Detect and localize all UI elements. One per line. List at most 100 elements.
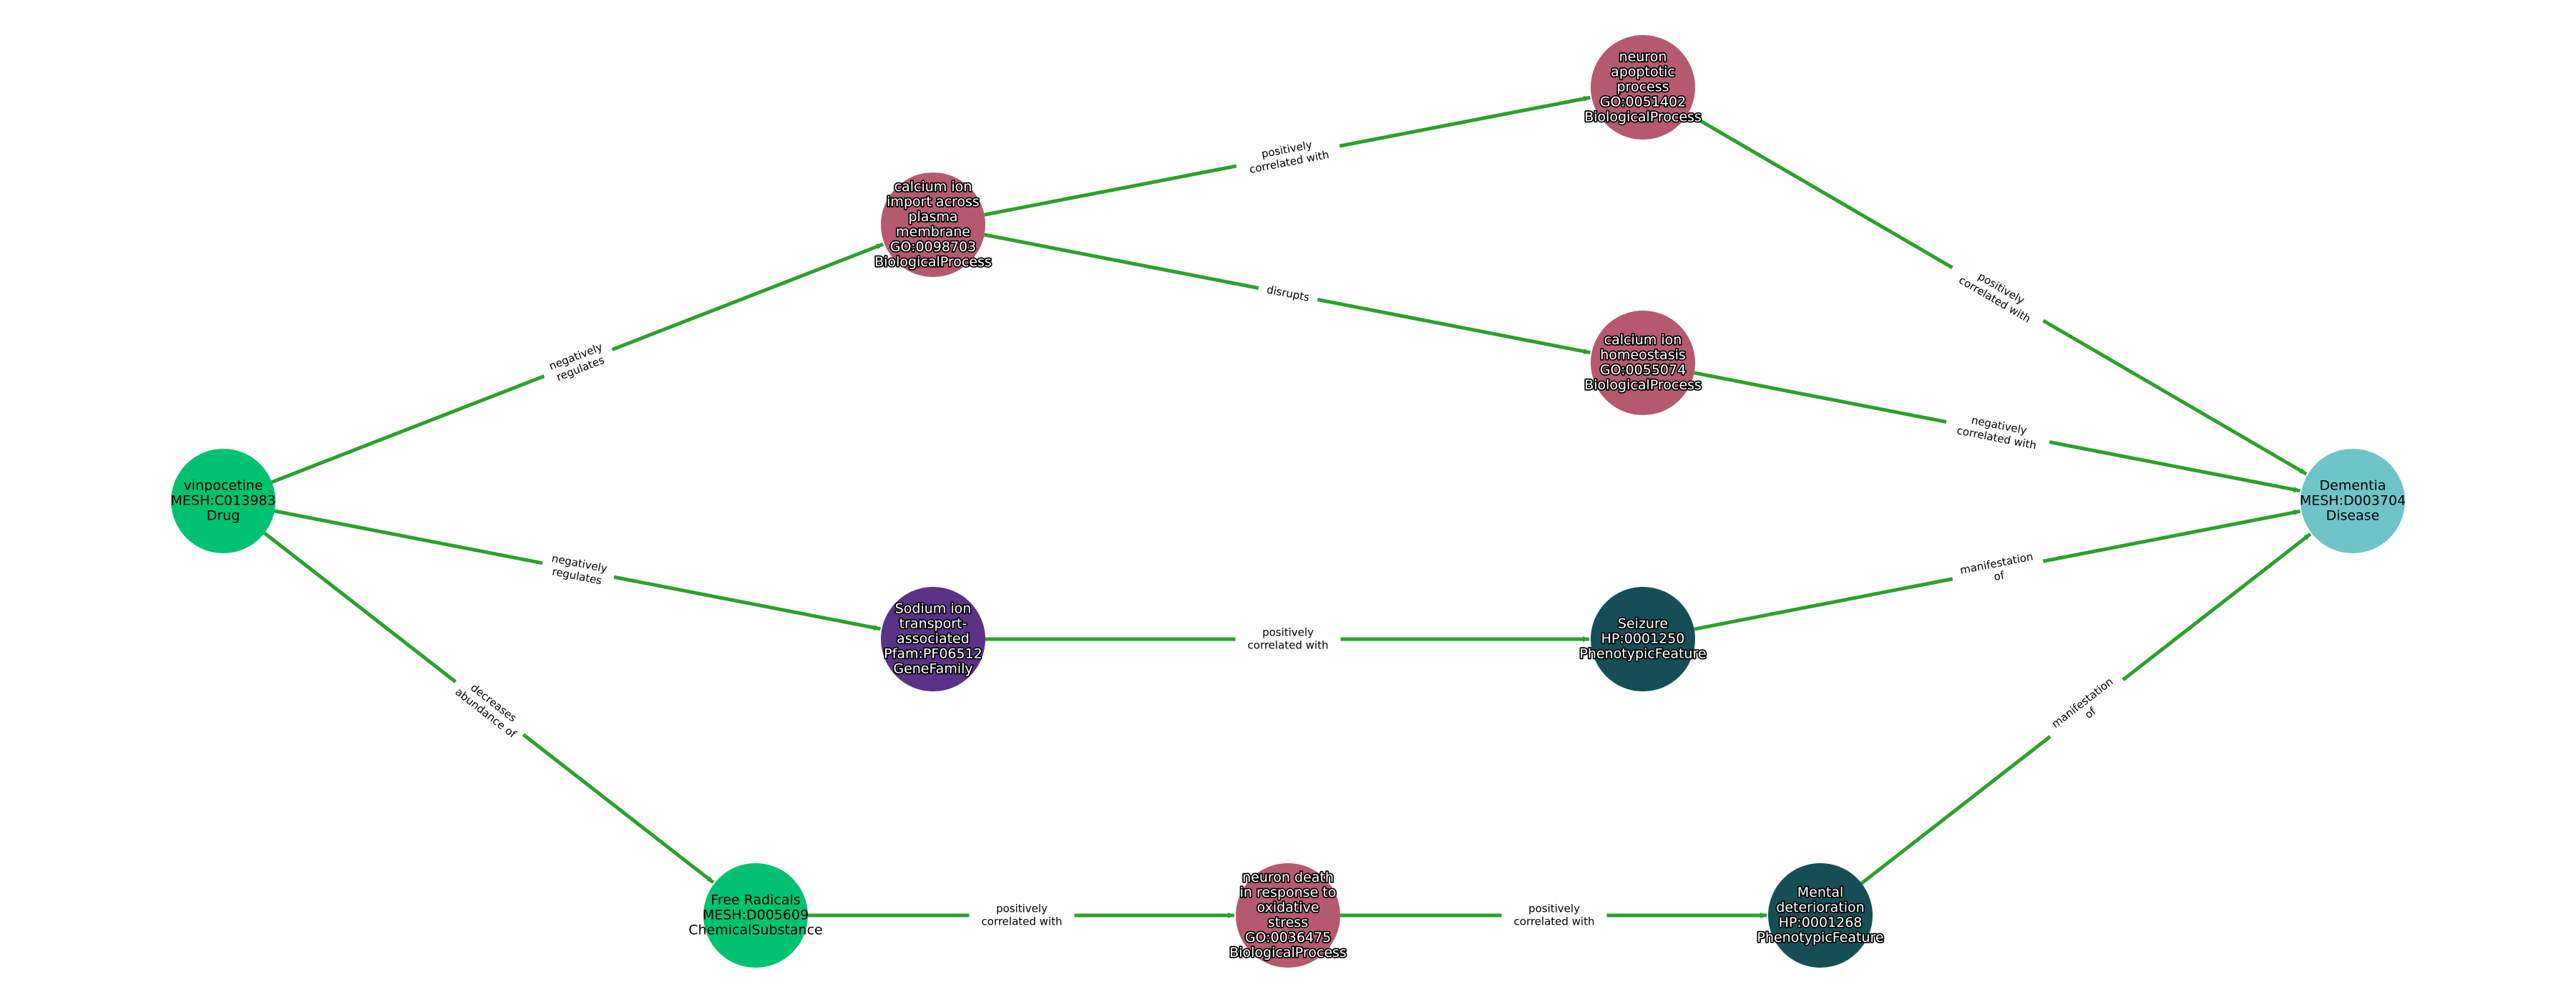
edge-label-background	[539, 548, 618, 592]
node-label-line: ChemicalSubstance	[688, 923, 823, 938]
node-label-line: GO:0098703	[890, 239, 976, 255]
node-label-line: MESH:D003704	[2300, 493, 2406, 509]
node-label-line: BiologicalProcess	[874, 254, 992, 270]
edge-label-line: of	[1993, 568, 2006, 583]
node-label-line: MESH:C013983	[171, 493, 276, 509]
edge-label-background	[1233, 131, 1343, 181]
node-circle[interactable]	[1591, 587, 1695, 691]
node-neuron_apop[interactable]: neuronapoptoticprocessGO:0051402Biologic…	[1583, 35, 1703, 140]
node-label-line: homeostasis	[1600, 347, 1686, 363]
node-label-line: oxidative	[1257, 900, 1319, 915]
node-label-line: deterioration	[1776, 900, 1864, 915]
edge-label-line: positively	[1528, 903, 1580, 915]
node-label-line: BiologicalProcess	[1584, 110, 1702, 125]
node-label-line: apoptotic	[1611, 64, 1675, 80]
node-label-line: Free Radicals	[711, 892, 800, 908]
node-label-line: associated	[897, 631, 970, 647]
node-circle[interactable]	[171, 449, 275, 553]
node-circle[interactable]	[881, 587, 985, 691]
node-sodium[interactable]: Sodium iontransport-associatedPfam:PF065…	[881, 587, 985, 691]
node-label-line: Drug	[207, 508, 240, 524]
edge-label-background	[1501, 900, 1607, 930]
node-label-line: PhenotypicFeature	[1757, 930, 1883, 945]
node-label-line: stress	[1268, 915, 1308, 930]
node-circle[interactable]	[1591, 311, 1695, 415]
node-label-line: GO:0051402	[1600, 94, 1686, 110]
node-label-line: Sodium ion	[895, 601, 972, 617]
node-circle[interactable]	[703, 863, 808, 968]
edge-label-line: positively	[996, 903, 1048, 915]
node-label-line: calcium ion	[1604, 332, 1682, 348]
node-circle[interactable]	[2301, 449, 2405, 553]
edge-label-line: correlated with	[1514, 915, 1595, 928]
edge-label-background	[2041, 668, 2132, 749]
node-free_radicals[interactable]: Free RadicalsMESH:D005609ChemicalSubstan…	[688, 863, 823, 968]
node-circle[interactable]	[1591, 35, 1695, 140]
node-label-line: MESH:D005609	[703, 908, 809, 923]
node-label-line: PhenotypicFeature	[1579, 646, 1706, 662]
node-circle[interactable]	[1236, 863, 1340, 968]
node-label-line: GO:0036475	[1245, 930, 1331, 945]
node-label-line: GO:0055074	[1600, 362, 1686, 378]
node-label-line: Dementia	[2320, 478, 2386, 494]
node-label-line: GeneFamily	[893, 661, 972, 677]
edge-label-background	[969, 900, 1075, 930]
node-label-line: Mental	[1797, 885, 1844, 900]
node-label-line: calcium ion	[894, 179, 972, 195]
edge-label-background	[1943, 407, 2053, 457]
edge-label-background	[1235, 624, 1341, 654]
edge-label-background	[538, 335, 618, 391]
node-label-line: neuron death	[1242, 870, 1334, 885]
node-label-line: import across	[887, 194, 980, 210]
node-label-line: HP:0001250	[1601, 631, 1685, 647]
node-label-line: vinpocetine	[184, 478, 263, 494]
node-label-line: Disease	[2326, 508, 2380, 524]
node-label-line: in response to	[1240, 885, 1337, 900]
edges-layer: negativelyregulatesnegativelyregulatesde…	[263, 95, 2312, 930]
node-label-line: neuron	[1619, 49, 1667, 65]
node-label-line: BiologicalProcess	[1584, 377, 1702, 393]
node-label-line: BiologicalProcess	[1229, 945, 1347, 960]
node-label-line: transport-	[899, 616, 967, 632]
edge-label-line: positively	[1262, 626, 1314, 639]
node-label-line: Seizure	[1618, 616, 1668, 632]
edge-label-background	[446, 670, 533, 746]
edge-label: disrupts	[1257, 279, 1319, 308]
edge-label-line: correlated with	[982, 915, 1063, 928]
node-mental[interactable]: MentaldeteriorationHP:0001268PhenotypicF…	[1756, 863, 1885, 968]
edge-ca_import-ca_homeo: disrupts	[984, 233, 1591, 355]
node-label-line: membrane	[896, 224, 970, 240]
node-label-line: HP:0001268	[1779, 915, 1863, 930]
edge-label-line: correlated with	[1248, 639, 1329, 652]
edge-label-background	[1257, 279, 1319, 308]
node-ca_homeo[interactable]: calcium ionhomeostasisGO:0055074Biologic…	[1583, 311, 1703, 415]
edge-label-background	[1949, 546, 2046, 594]
node-circle[interactable]	[1768, 863, 1873, 968]
node-label-line: process	[1616, 79, 1669, 95]
node-circle[interactable]	[881, 172, 985, 277]
